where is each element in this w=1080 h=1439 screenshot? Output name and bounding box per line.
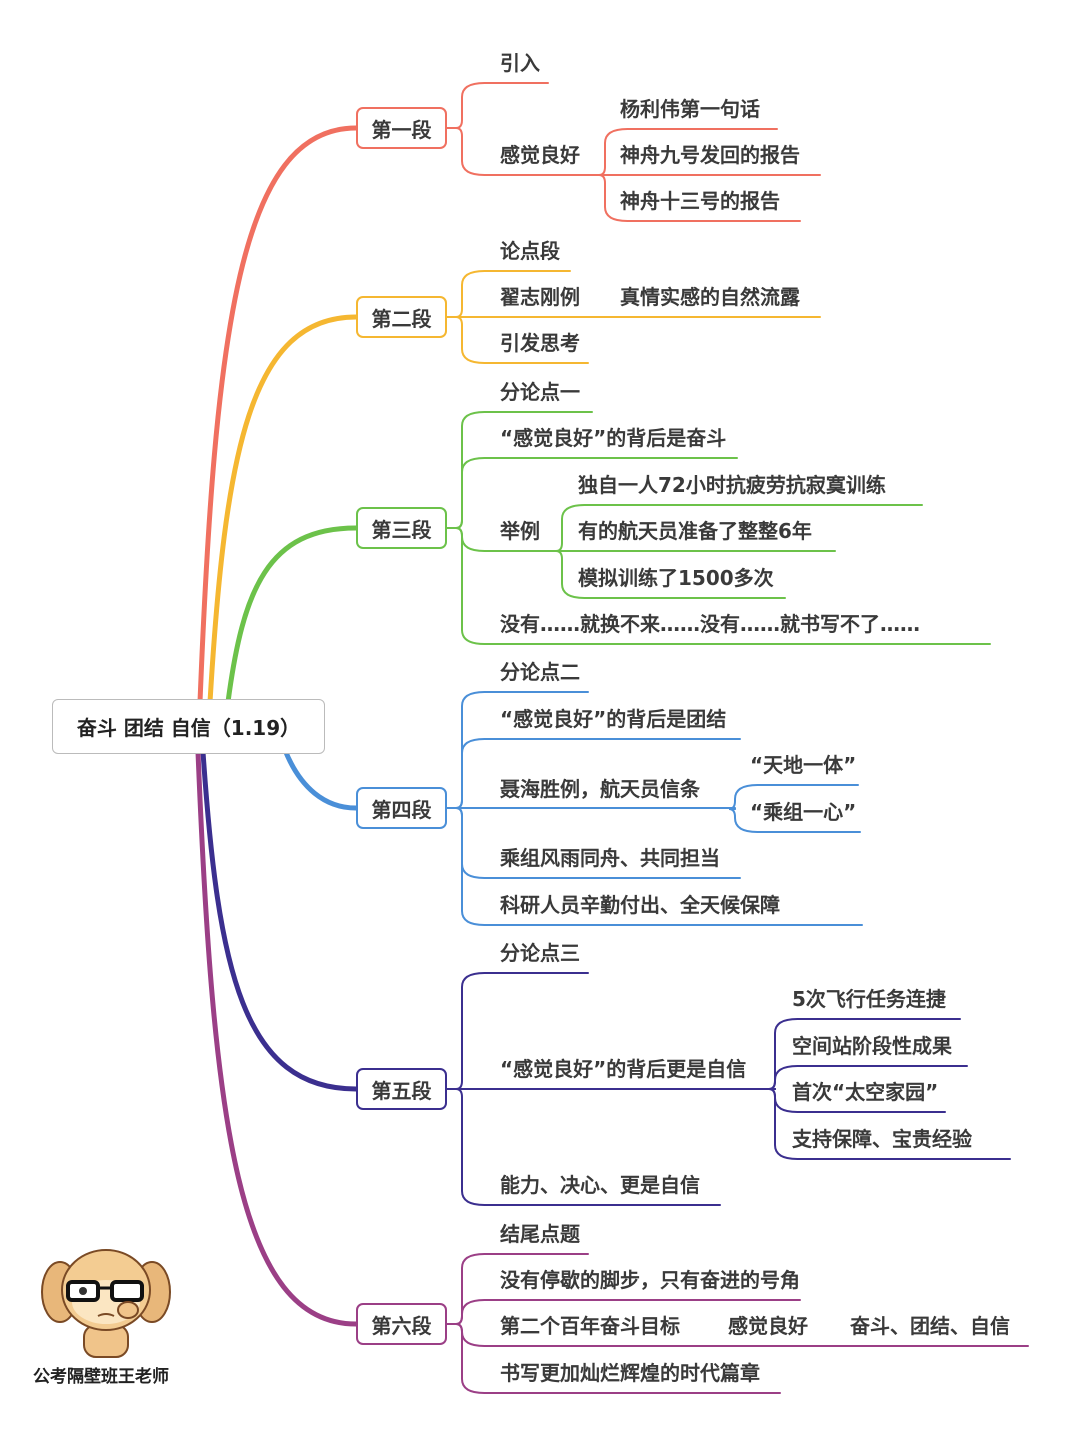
child-node[interactable]: 分论点二 [500, 660, 580, 684]
sub-node[interactable]: 空间站阶段性成果 [792, 1034, 952, 1058]
child-node[interactable]: “感觉良好”的背后是奋斗 [500, 426, 727, 450]
main-branch-line [197, 125, 359, 705]
section-node-6[interactable]: 第六段 [356, 1303, 447, 1345]
child-node[interactable]: 能力、决心、更是自信 [500, 1173, 700, 1197]
child-node[interactable]: 论点段 [500, 239, 560, 263]
child-node[interactable]: 翟志刚例 [500, 285, 580, 309]
section-node-2[interactable]: 第二段 [356, 296, 447, 338]
watermark-caption: 公考隔壁班王老师 [33, 1367, 169, 1387]
sub-branch-line [555, 550, 786, 599]
child-node[interactable]: 乘组风雨同舟、共同担当 [500, 846, 720, 870]
child-branch-line [446, 527, 991, 645]
child-node[interactable]: 引发思考 [500, 331, 580, 355]
sub-node[interactable]: “天地一体” [750, 753, 857, 777]
child-node-extra[interactable]: 奋斗、团结、自信 [850, 1314, 1010, 1338]
sub-node[interactable]: 5次飞行任务连捷 [792, 987, 946, 1011]
child-node[interactable]: 没有……就换不来……没有……就书写不了…… [500, 612, 920, 636]
child-node[interactable]: 引入 [500, 51, 540, 75]
child-node[interactable]: 科研人员辛勤付出、全天候保障 [500, 893, 780, 917]
sub-node[interactable]: 神舟十三号的报告 [620, 189, 780, 213]
main-branch-line [195, 749, 359, 1327]
sub-node[interactable]: 神舟九号发回的报告 [620, 143, 800, 167]
sub-node[interactable]: 真情实感的自然流露 [620, 285, 800, 309]
child-branch-line [446, 1088, 721, 1206]
main-branch-line [200, 749, 359, 1092]
child-branch-line [446, 1323, 781, 1394]
sub-node[interactable]: 首次“太空家园” [792, 1080, 939, 1104]
child-node[interactable]: “感觉良好”的背后是团结 [500, 707, 727, 731]
child-branch-line [446, 807, 863, 926]
child-node[interactable]: 聂海胜例，航天员信条 [500, 777, 700, 801]
section-node-3[interactable]: 第三段 [356, 507, 447, 549]
sub-branch-line [598, 174, 801, 222]
child-branch-line [446, 82, 549, 129]
child-node[interactable]: 分论点一 [500, 380, 580, 404]
root-node[interactable]: 奋斗 团结 自信（1.19） [52, 699, 325, 754]
sub-node[interactable]: 独自一人72小时抗疲劳抗寂寞训练 [578, 473, 886, 497]
sub-node[interactable]: 有的航天员准备了整整6年 [578, 519, 812, 543]
main-branch-line [207, 314, 359, 705]
child-node-extra[interactable]: 感觉良好 [728, 1314, 808, 1338]
section-node-1[interactable]: 第一段 [356, 107, 447, 149]
child-node[interactable]: 分论点三 [500, 941, 580, 965]
sub-branch-line [768, 1088, 1011, 1160]
child-node[interactable]: 举例 [500, 519, 540, 543]
child-node[interactable]: 感觉良好 [500, 143, 580, 167]
child-node[interactable]: 没有停歇的脚步，只有奋进的号角 [500, 1268, 800, 1292]
child-branch-line [446, 316, 589, 364]
child-node[interactable]: 结尾点题 [500, 1222, 580, 1246]
child-node[interactable]: 第二个百年奋斗目标 [500, 1314, 680, 1338]
sub-node[interactable]: “乘组一心” [750, 800, 857, 824]
section-node-5[interactable]: 第五段 [356, 1068, 447, 1110]
sub-branch-line [728, 808, 861, 833]
main-branch-line [225, 525, 359, 705]
sub-node[interactable]: 支持保障、宝贵经验 [792, 1127, 972, 1151]
section-node-4[interactable]: 第四段 [356, 787, 447, 829]
sub-node[interactable]: 模拟训练了1500多次 [578, 566, 774, 590]
main-branch-line [282, 747, 359, 811]
child-branch-line [446, 127, 606, 176]
child-node[interactable]: 书写更加灿烂辉煌的时代篇章 [500, 1361, 760, 1385]
sub-node[interactable]: 杨利伟第一句话 [620, 97, 760, 121]
mascot-dog-icon [41, 1249, 171, 1358]
child-node[interactable]: “感觉良好”的背后更是自信 [500, 1057, 747, 1081]
